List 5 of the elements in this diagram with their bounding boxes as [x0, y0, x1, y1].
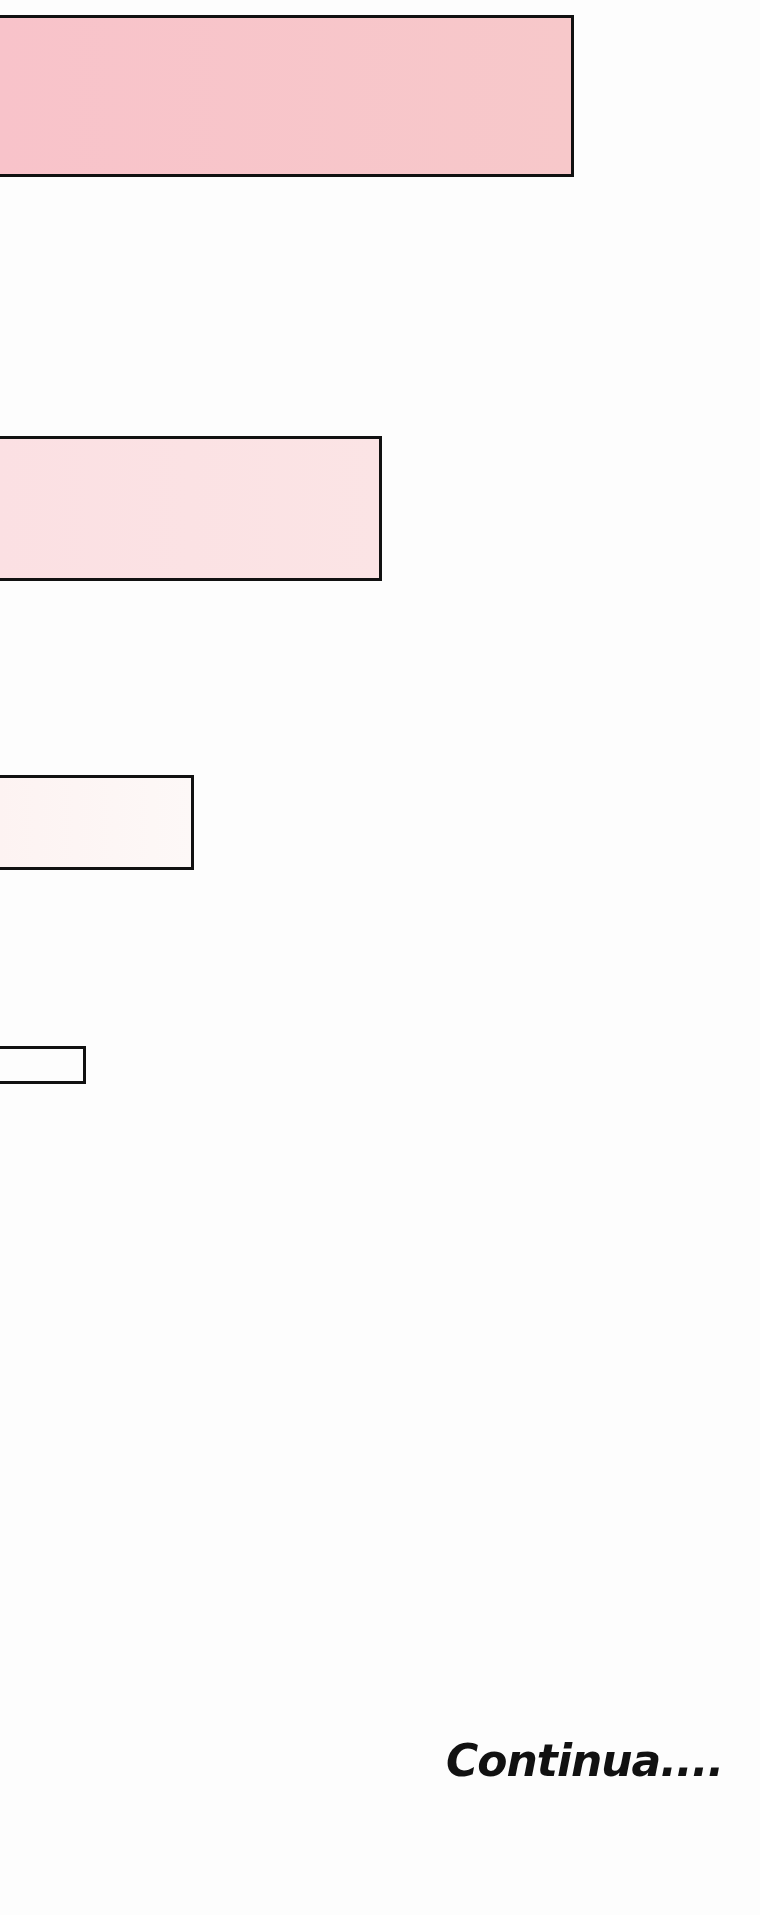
continuation-text: Continua....: [446, 1735, 724, 1786]
comic-panel: [0, 1046, 86, 1084]
comic-panel: [0, 436, 382, 581]
comic-panel: [0, 775, 194, 870]
comic-panel: [0, 15, 574, 177]
